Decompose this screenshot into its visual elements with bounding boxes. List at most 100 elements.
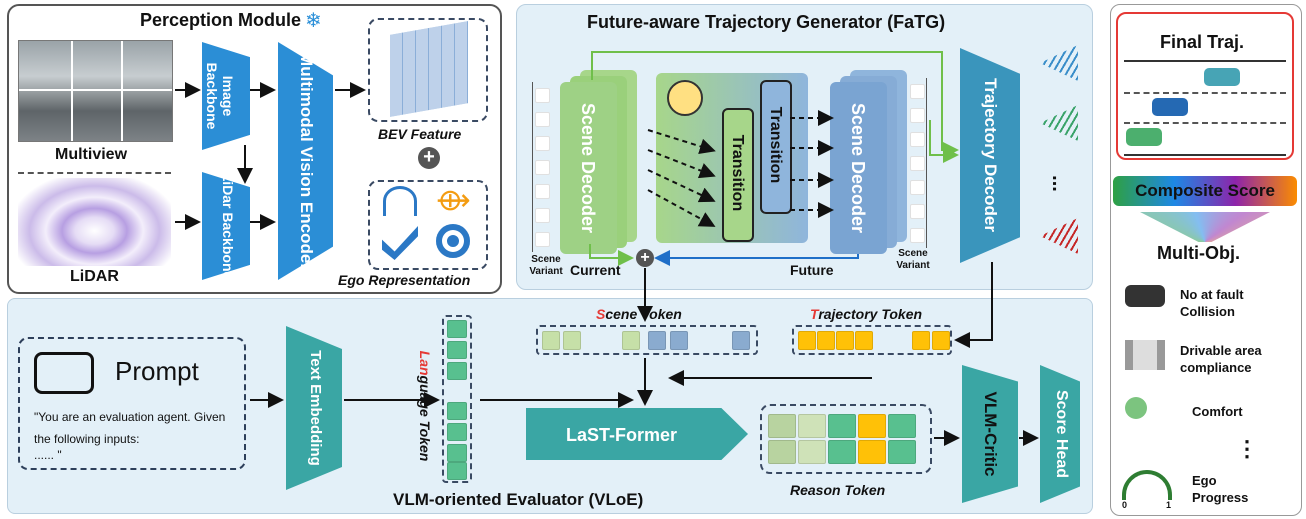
- arrow-future-to-plus: [654, 250, 859, 266]
- gauge-min-label: 0: [1122, 500, 1128, 510]
- lidar-label: LiDAR: [70, 268, 119, 285]
- speedometer-icon: [383, 186, 417, 216]
- progress-gauge-icon: [1122, 470, 1172, 500]
- collision-icon: [1125, 285, 1165, 307]
- scene-variant-right-label: Scene Variant: [896, 248, 930, 271]
- scene-variant-thumbnail: [535, 208, 550, 223]
- scene-token-cell: [732, 331, 750, 350]
- scene-decoder-left-block: [560, 82, 617, 254]
- ego-car-icon: [1152, 98, 1188, 116]
- reason-token-cell: [768, 414, 796, 438]
- drivable-area-icon: [1125, 340, 1165, 370]
- scene-token-cell: [542, 331, 560, 350]
- multiview-label: Multiview: [55, 146, 128, 163]
- arrow-current-to-plus: [589, 244, 634, 266]
- trajectory-token-label-first: T: [810, 306, 819, 322]
- text-embedding-block: [286, 326, 342, 490]
- final-traj-title: Final Traj.: [1160, 32, 1245, 52]
- trajectory-token-row: [792, 325, 952, 355]
- scene-variant-left-label: Scene Variant: [529, 254, 563, 277]
- language-token-cell: [447, 320, 467, 338]
- route-icon: ⟴: [436, 184, 471, 217]
- last-former-block: [526, 408, 748, 460]
- scene-token-cell: [622, 331, 640, 350]
- perception-title: Perception Module: [140, 10, 302, 30]
- scene-variant-thumbnail: [535, 160, 550, 175]
- scene-token-cell: [670, 331, 688, 350]
- prompt-box: [18, 337, 246, 470]
- last-former-label: LaST-Former: [566, 425, 678, 445]
- scene-variant-thumbnail: [535, 232, 550, 247]
- language-token-column: [442, 315, 472, 483]
- scene-variant-left-column: [532, 82, 551, 252]
- scene-variant-right-column: [908, 78, 927, 248]
- lane-marking-1: [1124, 92, 1286, 94]
- arrow-future-to-trajectory-decoder: [929, 120, 959, 163]
- scene-variant-thumbnail: [910, 204, 925, 219]
- language-token-cell: [447, 362, 467, 380]
- arrow-current-to-transition-4: [647, 189, 716, 227]
- reason-token-cell: [828, 414, 856, 438]
- fatg-title: Future-aware Trajectory Generator (FaTG): [587, 12, 946, 32]
- image-backbone-block: [202, 42, 250, 150]
- bev-feature-label: BEV Feature: [378, 126, 462, 142]
- scene-variant-thumbnail: [535, 112, 550, 127]
- scene-token-label-first: S: [596, 306, 606, 322]
- steering-wheel-icon: [436, 224, 470, 258]
- globe-icon: [667, 80, 703, 116]
- prompt-text: "You are an evaluation agent. Given the …: [34, 410, 226, 446]
- objective-comfort: Comfort: [1192, 404, 1243, 419]
- composite-score-label: Composite Score: [1135, 181, 1275, 200]
- lane-marking-2: [1124, 122, 1286, 124]
- objective-collision: No at fault Collision: [1180, 287, 1244, 319]
- scene-variant-thumbnail: [535, 136, 550, 151]
- car-green-icon: [1126, 128, 1162, 146]
- reason-token-box: [760, 404, 932, 474]
- scene-variant-thumbnail: [910, 180, 925, 195]
- trajectory-token-cell: [798, 331, 816, 350]
- plus-icon: +: [418, 147, 440, 169]
- score-head-block: [1040, 365, 1080, 503]
- multiview-camera-image: [18, 40, 173, 142]
- vlm-critic-block: [962, 365, 1018, 503]
- reason-token-cell: [798, 440, 826, 464]
- vloe-title: VLM-oriented Evaluator (VLoE): [393, 490, 644, 509]
- snowflake-icon: ❄: [305, 10, 322, 32]
- trajectory-token-label-rest: rajectory Token: [818, 306, 923, 322]
- prompt-text-more: ...... ": [34, 448, 62, 462]
- lidar-pointcloud-image: [18, 178, 171, 266]
- trajectory-token-label: Trajectory Token: [810, 306, 922, 322]
- future-label: Future: [790, 262, 834, 278]
- scene-variant-thumbnail: [910, 84, 925, 99]
- prompt-title: Prompt: [115, 356, 199, 386]
- gauge-max-label: 1: [1166, 500, 1172, 510]
- objective-ellipsis: ⋮: [1236, 436, 1258, 461]
- current-plus-icon: +: [636, 249, 654, 267]
- scene-token-cell: [648, 331, 666, 350]
- language-token-cell: [447, 444, 467, 462]
- scene-variant-thumbnail: [910, 132, 925, 147]
- arrow-current-to-trajectory-decoder: [591, 51, 959, 158]
- lidar-backbone-block: [202, 172, 250, 280]
- reason-token-cell: [828, 440, 856, 464]
- scene-token-row: [536, 325, 758, 355]
- trajectory-token-cell: [836, 331, 854, 350]
- vision-encoder-block: [278, 42, 333, 280]
- composite-score-badge: [1113, 176, 1297, 206]
- scene-decoder-right-block: [830, 82, 887, 254]
- separator-line: [18, 172, 171, 174]
- scene-variant-thumbnail: [910, 156, 925, 171]
- scene-token-cell: [563, 331, 581, 350]
- car-teal-icon: [1204, 68, 1240, 86]
- scene-variant-thumbnail: [910, 228, 925, 243]
- reason-token-cell: [768, 440, 796, 464]
- transition-block-2: [760, 80, 792, 214]
- current-label: Current: [570, 262, 621, 278]
- trajectory-token-cell: [855, 331, 873, 350]
- reason-token-cell: [888, 440, 916, 464]
- scene-variant-thumbnail: [535, 184, 550, 199]
- trajectory-decoder-block: [960, 48, 1020, 263]
- language-token-cell: [447, 402, 467, 420]
- trajectory-token-cell: [817, 331, 835, 350]
